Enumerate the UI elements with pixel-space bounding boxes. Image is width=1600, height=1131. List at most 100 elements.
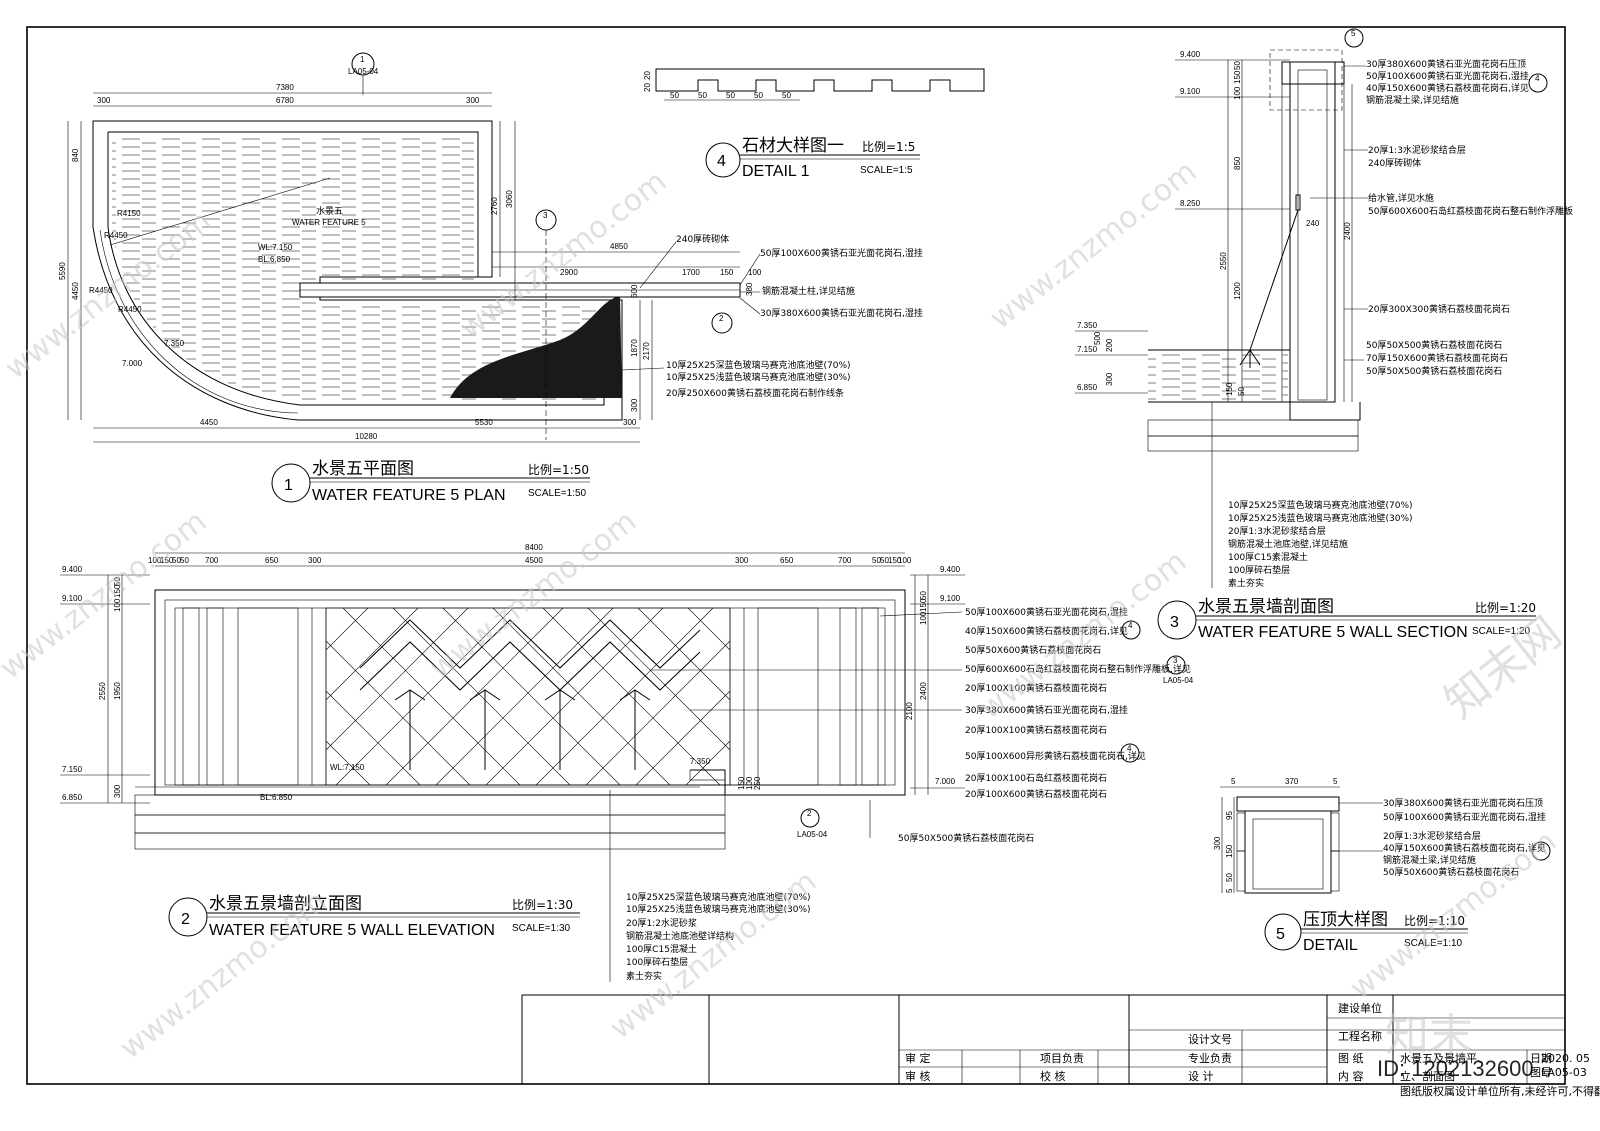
svg-text:4450: 4450 [71, 282, 80, 300]
svg-text:50: 50 [698, 91, 707, 100]
view-5-title: 5 压顶大样图 DETAIL 比例=1:10 SCALE=1:10 [1264, 910, 1468, 954]
svg-text:9.400: 9.400 [940, 565, 961, 574]
svg-text:WL:7.150: WL:7.150 [258, 243, 293, 252]
svg-text:300: 300 [630, 398, 639, 412]
svg-text:20厚100X100黄锈石荔枝面花岗石: 20厚100X100黄锈石荔枝面花岗石 [965, 724, 1107, 736]
svg-text:给水管,详见水施: 给水管,详见水施 [1368, 192, 1434, 204]
ref-marker-section-detail[interactable] [1344, 28, 1364, 48]
svg-text:1: 1 [284, 477, 293, 494]
svg-text:100: 100 [748, 268, 762, 277]
ref-marker-elev-d[interactable] [800, 808, 820, 828]
svg-text:2100: 2100 [905, 702, 914, 720]
svg-text:700: 700 [205, 556, 219, 565]
svg-text:650: 650 [265, 556, 279, 565]
svg-text:2400: 2400 [919, 682, 928, 700]
svg-text:2400: 2400 [1343, 222, 1352, 240]
ref-marker-elev-b[interactable] [1166, 655, 1186, 675]
ref-marker-detail5[interactable] [1531, 841, 1551, 861]
svg-text:40厚150X600黄锈石荔枝面花岗石,详见: 40厚150X600黄锈石荔枝面花岗石,详见 [965, 625, 1128, 637]
svg-text:8400: 8400 [525, 543, 543, 552]
svg-text:审 核: 审 核 [905, 1069, 931, 1083]
svg-text:600: 600 [630, 284, 639, 298]
stone-profile [655, 68, 985, 92]
svg-text:50厚50X600黄锈石荔枝面花岗石: 50厚50X600黄锈石荔枝面花岗石 [965, 644, 1101, 656]
svg-text:7.000: 7.000 [935, 777, 956, 786]
ref-marker-section-b[interactable] [1528, 73, 1548, 93]
svg-text:SCALE=1:20: SCALE=1:20 [1472, 626, 1531, 637]
ref-marker-elev-c[interactable] [1120, 743, 1140, 763]
svg-text:2760: 2760 [490, 197, 499, 215]
svg-text:1: 1 [360, 55, 365, 64]
svg-text:10厚25X25浅蓝色玻璃马赛克池底池壁(30%): 10厚25X25浅蓝色玻璃马赛克池底池壁(30%) [1228, 512, 1413, 524]
svg-text:知末: 知末 [1385, 1010, 1473, 1061]
svg-text:150: 150 [1225, 382, 1234, 396]
view-3-title: 3 水景五景墙剖面图 WATER FEATURE 5 WALL SECTION … [1157, 597, 1536, 641]
svg-text:20: 20 [643, 83, 652, 92]
svg-text:50: 50 [172, 556, 181, 565]
svg-text:钢筋混凝土池底池壁,详见结施: 钢筋混凝土池底池壁,详见结施 [1228, 538, 1348, 550]
svg-text:50: 50 [726, 91, 735, 100]
svg-text:50厚50X600黄锈石荔枝面花岗石: 50厚50X600黄锈石荔枝面花岗石 [1383, 866, 1519, 878]
svg-text:5590: 5590 [58, 262, 67, 280]
svg-text:150: 150 [737, 776, 746, 790]
svg-text:370: 370 [1285, 777, 1299, 786]
svg-text:40厚150X600黄锈石荔枝面花岗石,详见: 40厚150X600黄锈石荔枝面花岗石,详见 [1366, 82, 1529, 94]
svg-text:30厚380X600黄锈石亚光面花岗石压顶: 30厚380X600黄锈石亚光面花岗石压顶 [1366, 58, 1526, 70]
svg-text:20厚100X600黄锈石荔枝面花岗石: 20厚100X600黄锈石荔枝面花岗石 [965, 788, 1107, 800]
mosaic-dark-area [450, 296, 622, 398]
svg-text:9.100: 9.100 [940, 594, 961, 603]
svg-text:2020. 05: 2020. 05 [1541, 1052, 1590, 1065]
svg-text:7380: 7380 [276, 83, 294, 92]
svg-text:2170: 2170 [642, 342, 651, 360]
ref-marker-elev-a[interactable] [1121, 620, 1141, 640]
svg-text:R4150: R4150 [117, 209, 141, 218]
svg-text:钢筋混凝土池底池壁详结构: 钢筋混凝土池底池壁详结构 [626, 930, 734, 942]
svg-text:840: 840 [71, 148, 80, 162]
view-2-elevation: 7.350 WL:7.150 BL:6.850 8400 100 150 50 … [60, 543, 1194, 982]
svg-text:20厚1:3水泥砂浆结合层: 20厚1:3水泥砂浆结合层 [1368, 144, 1466, 156]
svg-text:9.100: 9.100 [1180, 87, 1201, 96]
svg-text:3060: 3060 [505, 190, 514, 208]
svg-text:BL:6.850: BL:6.850 [260, 793, 293, 802]
svg-text:4: 4 [717, 153, 726, 170]
svg-text:20厚100X100黄锈石荔枝面花岗石: 20厚100X100黄锈石荔枝面花岗石 [965, 682, 1107, 694]
svg-text:10280: 10280 [355, 432, 378, 441]
ref-marker-plan-right-b[interactable] [711, 312, 733, 334]
relief-panel [325, 607, 731, 786]
svg-text:2550: 2550 [98, 682, 107, 700]
svg-text:50: 50 [670, 91, 679, 100]
section-notes: 30厚380X600黄锈石亚光面花岗石压顶 50厚100X600黄锈石亚光面花岗… [1310, 58, 1573, 377]
svg-text:10厚25X25浅蓝色玻璃马赛克池底池壁(30%): 10厚25X25浅蓝色玻璃马赛克池底池壁(30%) [666, 371, 851, 383]
svg-text:WATER FEATURE 5 WALL ELEVATION: WATER FEATURE 5 WALL ELEVATION [209, 922, 495, 939]
fountain-jets [394, 689, 651, 770]
svg-text:240厚砖砌体: 240厚砖砌体 [676, 233, 729, 245]
svg-text:150: 150 [888, 556, 902, 565]
mosaic-column-left [237, 607, 299, 786]
svg-text:WATER FEATURE 5 PLAN: WATER FEATURE 5 PLAN [312, 487, 506, 504]
svg-text:4850: 4850 [610, 242, 628, 251]
svg-text:石材大样图一: 石材大样图一 [742, 136, 844, 156]
svg-text:50厚50X500黄锈石荔枝面花岗石: 50厚50X500黄锈石荔枝面花岗石 [898, 832, 1034, 844]
svg-text:10厚25X25深蓝色玻璃马赛克池底池壁(70%): 10厚25X25深蓝色玻璃马赛克池底池壁(70%) [1228, 499, 1413, 511]
svg-text:1200: 1200 [1233, 282, 1242, 300]
svg-text:20厚1:3水泥砂浆结合层: 20厚1:3水泥砂浆结合层 [1383, 830, 1481, 842]
svg-text:设计文号: 设计文号 [1188, 1032, 1232, 1046]
svg-text:1700: 1700 [682, 268, 700, 277]
svg-text:100厚碎石垫层: 100厚碎石垫层 [626, 956, 688, 968]
view-5-detail: 5 370 5 95 300 150 50 5 30厚380X600黄锈石亚光面… [1213, 777, 1551, 954]
svg-text:日期: 日期 [1530, 1052, 1552, 1065]
svg-text:2: 2 [807, 809, 812, 818]
svg-text:50厚50X500黄锈石荔枝面花岗石: 50厚50X500黄锈石荔枝面花岗石 [1366, 339, 1502, 351]
svg-text:www.znzmo.com: www.znzmo.com [423, 504, 643, 686]
svg-text:10厚25X25深蓝色玻璃马赛克池底池壁(70%): 10厚25X25深蓝色玻璃马赛克池底池壁(70%) [666, 359, 851, 371]
svg-text:10厚25X25深蓝色玻璃马赛克池底池壁(70%): 10厚25X25深蓝色玻璃马赛克池底池壁(70%) [626, 891, 811, 903]
svg-text:2900: 2900 [560, 268, 578, 277]
view-1-plan: 7380 300 6780 300 5590 840 4450 2760 306… [58, 52, 923, 504]
section-wall [1289, 61, 1336, 403]
svg-text:1870: 1870 [630, 339, 639, 357]
pool-basin-section [134, 794, 726, 816]
svg-text:校 核: 校 核 [1040, 1069, 1066, 1083]
svg-text:50: 50 [113, 577, 122, 586]
svg-text:50: 50 [1233, 61, 1242, 70]
svg-text:1950: 1950 [113, 682, 122, 700]
